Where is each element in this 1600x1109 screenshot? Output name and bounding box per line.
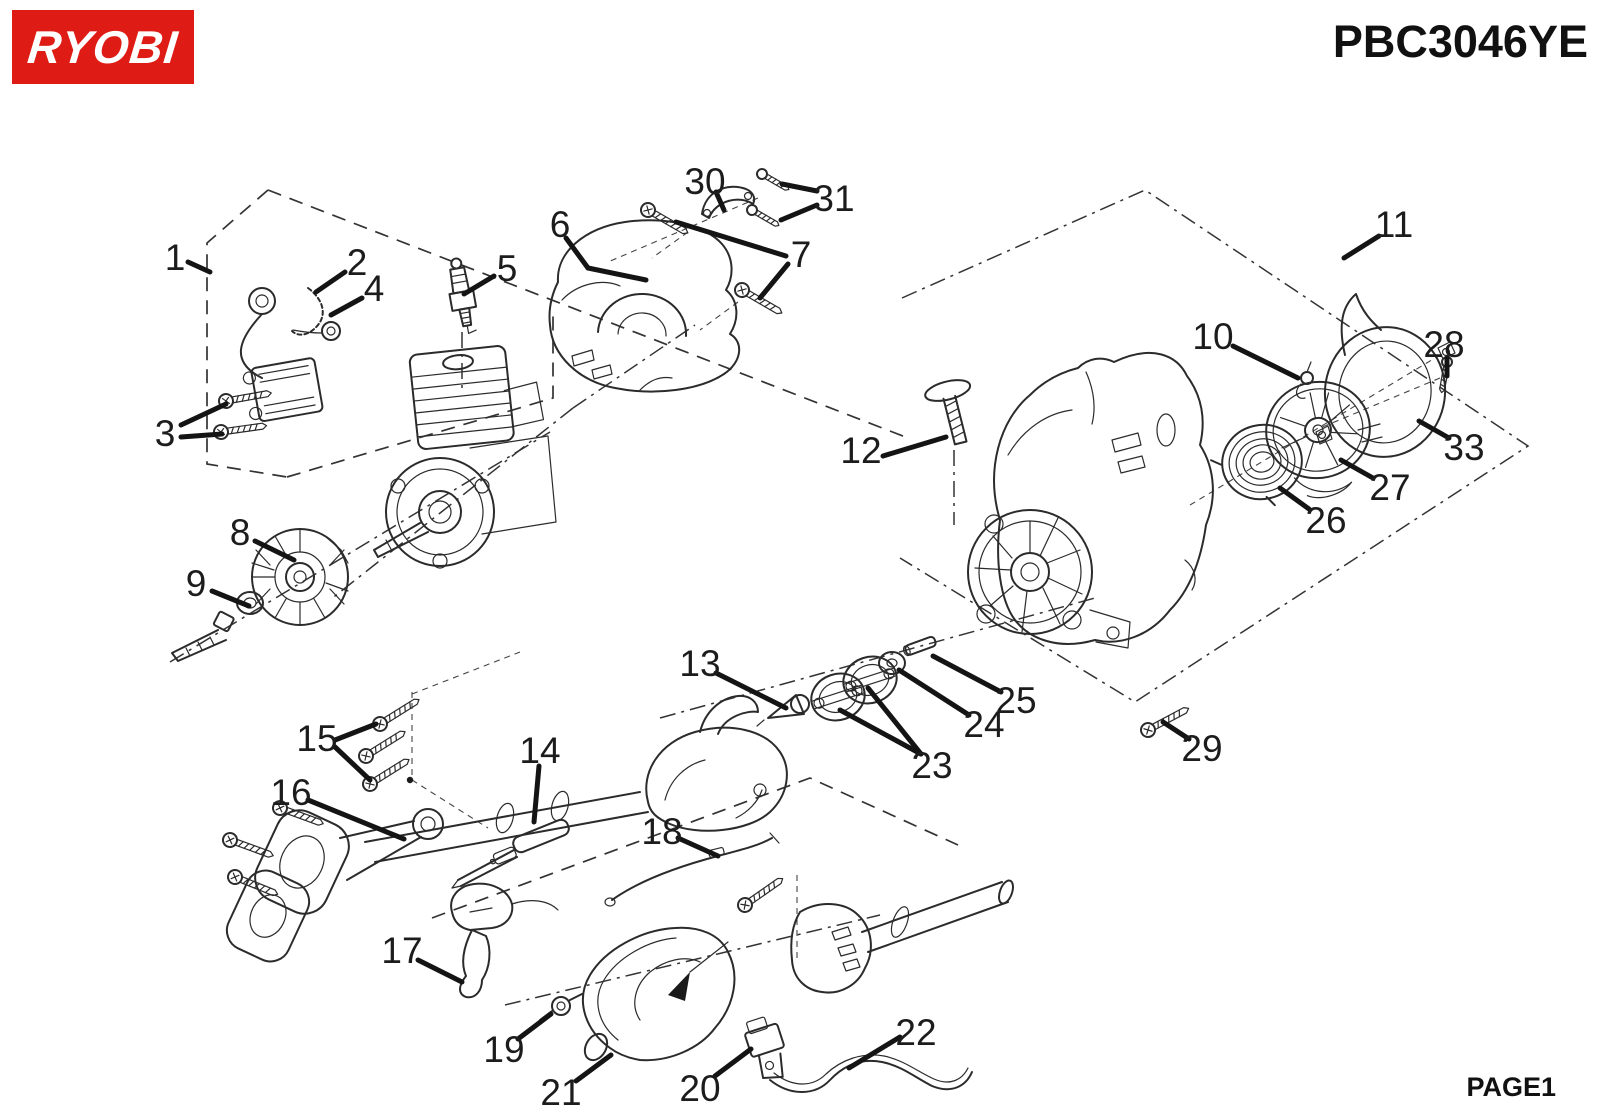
callout-28: 28 [1423, 324, 1464, 365]
callout-leader-17 [415, 957, 465, 985]
callout-leader-4 [328, 295, 365, 318]
callout-leader-24 [896, 667, 972, 718]
part-handle-right-drawing [668, 879, 1014, 1001]
part-shaft-clamp-drawing [225, 694, 788, 963]
part-ignition-coil-drawing [212, 287, 341, 441]
callout-33: 33 [1443, 427, 1484, 468]
assembly-arrow [668, 972, 690, 1001]
callout-leader-1 [185, 259, 213, 275]
callout-leader-3 [178, 401, 229, 428]
callout-leader-6 [585, 265, 649, 283]
callout-15: 15 [296, 718, 337, 759]
ryobi-logo: RYOBI [12, 10, 194, 84]
callout-leader-5 [461, 273, 497, 297]
callout-29: 29 [1181, 728, 1222, 769]
part-choke-knob-drawing [924, 379, 972, 446]
callout-25: 25 [995, 680, 1036, 721]
callout-leader-13 [713, 670, 789, 711]
callout-8: 8 [230, 512, 251, 553]
callout-leader-3 [178, 431, 225, 440]
callout-leader-19 [515, 1011, 554, 1042]
callout-leader-14 [531, 763, 542, 825]
part-crankshaft-bolt-drawing [171, 610, 235, 662]
callout-31: 31 [813, 178, 854, 219]
part-wire-harness-drawing [769, 1054, 973, 1093]
callout-leader-6 [563, 235, 591, 271]
part-engine-cover-drawing [548, 219, 740, 393]
callout-leader-12 [880, 434, 949, 459]
callout-leader-31 [779, 181, 820, 194]
callout-21: 21 [540, 1072, 581, 1109]
model-number: PBC3046YE [1332, 16, 1588, 67]
part-clutch-pin-drawing [902, 635, 937, 657]
callout-19: 19 [483, 1029, 524, 1070]
callout-1: 1 [165, 237, 186, 278]
callout-leader-7 [673, 219, 789, 259]
callout-9: 9 [186, 563, 207, 604]
callout-leader-16 [305, 797, 407, 842]
callout-leader-9 [209, 588, 252, 609]
callout-20: 20 [679, 1068, 720, 1109]
callout-leader-15 [332, 721, 379, 743]
callout-22: 22 [895, 1012, 936, 1053]
callout-leader-25 [930, 653, 1004, 695]
callout-leader-27 [1338, 457, 1376, 481]
callout-leader-2 [313, 269, 348, 295]
callout-6: 6 [550, 204, 571, 245]
callout-24: 24 [963, 704, 1004, 745]
callout-18: 18 [641, 811, 682, 852]
callout-leader-31 [778, 202, 820, 223]
callout-leader-30 [713, 189, 727, 213]
callout-4: 4 [364, 268, 385, 309]
callout-leader-26 [1277, 485, 1312, 512]
callout-7: 7 [791, 234, 812, 275]
part-trigger-drawing [450, 882, 559, 999]
callout-leader-20 [712, 1046, 754, 1079]
callout-leader-23 [837, 707, 924, 757]
callout-5: 5 [497, 248, 518, 289]
callout-10: 10 [1192, 316, 1233, 357]
callout-leader-18 [675, 835, 721, 859]
page-number-label: PAGE1 [1466, 1072, 1556, 1102]
part-cylinder-crankcase-drawing [373, 345, 557, 569]
part-spark-plug-drawing [448, 257, 478, 335]
part-clutch-washer-drawing [878, 651, 906, 675]
callout-2: 2 [347, 242, 368, 283]
part-engine-housing-drawing [967, 352, 1214, 649]
callout-leader-33 [1416, 418, 1452, 441]
callout-leader-22 [846, 1034, 903, 1071]
callout-leader-23 [865, 685, 924, 757]
callout-26: 26 [1305, 500, 1346, 541]
callout-13: 13 [679, 643, 720, 684]
callout-leader-15 [332, 744, 373, 783]
dashed-group-boxes [169, 189, 1530, 1006]
part-flywheel-drawing [251, 528, 349, 626]
callout-17: 17 [381, 930, 422, 971]
part-starter-housing-drawing [1315, 293, 1456, 458]
callout-3: 3 [155, 413, 176, 454]
part-tool-drawing [451, 818, 570, 889]
callout-leader-10 [1230, 343, 1301, 381]
part-rewind-spring-drawing [1210, 423, 1303, 507]
callout-23: 23 [911, 745, 952, 786]
part-starter-pulley-drawing [1265, 380, 1371, 499]
callout-27: 27 [1369, 467, 1410, 508]
callout-11: 11 [1375, 204, 1413, 245]
callout-14: 14 [519, 730, 560, 771]
part-switch-drawing [744, 1016, 785, 1080]
callout-leader-11 [1341, 233, 1382, 261]
part-handle-left-drawing [581, 926, 736, 1062]
callout-leader-21 [573, 1052, 614, 1084]
callout-leader-8 [252, 538, 297, 563]
callout-leader-29 [1160, 719, 1192, 742]
callout-30: 30 [684, 161, 725, 202]
callout-leader-7 [757, 261, 791, 301]
callout-16: 16 [270, 772, 311, 813]
callout-12: 12 [840, 430, 881, 471]
